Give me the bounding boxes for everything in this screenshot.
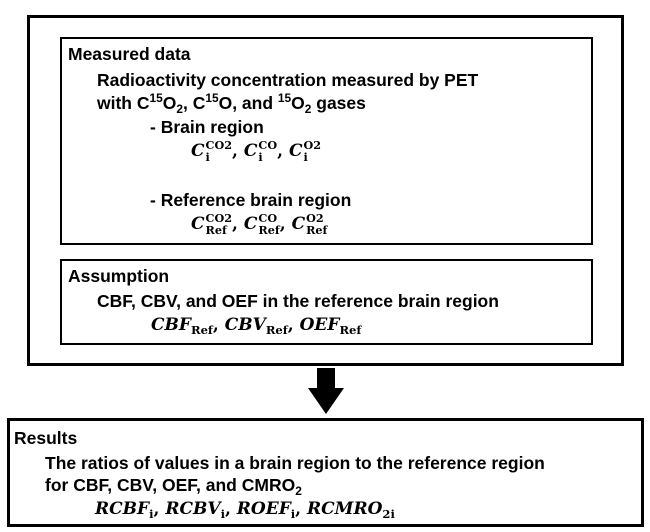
assumption-symbols: CBFRef, CBVRef, OEFRef [151, 315, 362, 338]
results-line1: The ratios of values in a brain region t… [45, 453, 545, 473]
measured-data-line1: Radioactivity concentration measured by … [97, 70, 479, 90]
reference-region-label: - Reference brain region [150, 190, 352, 210]
results-symbols: RCBFi, RCBVi, ROEFi, RCMRO2i [95, 499, 395, 522]
oef-ref-symbol: OEFRef [299, 315, 362, 338]
cbf-ref-symbol: CBFRef [151, 315, 213, 338]
results-box [7, 418, 644, 527]
down-arrow-icon [308, 368, 344, 414]
rcbv-symbol: RCBVi [165, 499, 225, 522]
measured-data-line2: with C15O2, C15O, and 15O2 gases [97, 91, 366, 117]
roef-symbol: ROEFi [236, 499, 296, 522]
brain-region-label: - Brain region [150, 117, 264, 137]
assumption-box [60, 259, 593, 345]
measured-data-heading: Measured data [68, 44, 191, 64]
rcbf-symbol: RCBFi [95, 499, 154, 522]
rcmro2-symbol: RCMRO2i [307, 499, 395, 522]
assumption-heading: Assumption [68, 266, 170, 286]
measured-data-box [60, 37, 593, 245]
assumption-line1: CBF, CBV, and OEF in the reference brain… [97, 291, 499, 311]
results-line2: for CBF, CBV, OEF, and CMRO2 [45, 475, 302, 499]
results-heading: Results [14, 428, 78, 448]
cbv-ref-symbol: CBVRef [224, 315, 288, 338]
